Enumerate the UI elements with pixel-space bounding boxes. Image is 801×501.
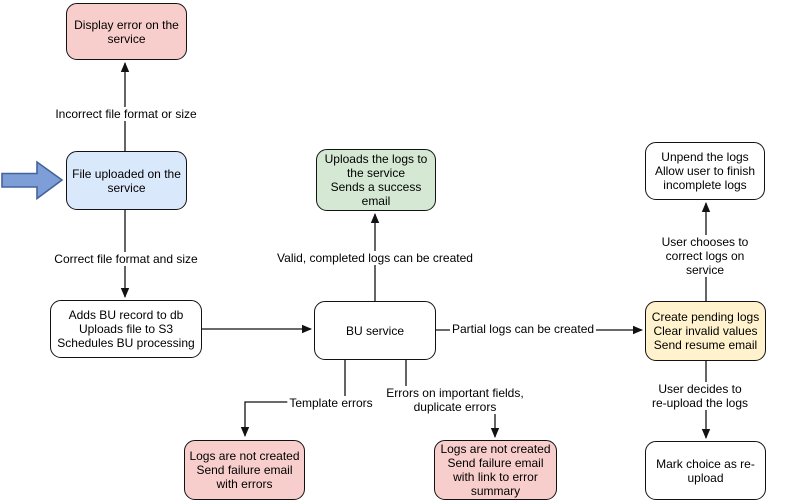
node-file-uploaded: File uploaded on the service [66,151,187,210]
node-create-pending-logs-label: Create pending logs Clear invalid values… [651,310,760,352]
node-display-error: Display error on the service [66,3,187,60]
edge-label-user-corrects: User chooses to correct logs on service [657,235,753,277]
node-adds-bu-record: Adds BU record to db Uploads file to S3 … [50,300,202,358]
edge-label-template-errors: Template errors [287,396,375,410]
edge-label-correct-format: Correct file format and size [52,252,200,266]
node-bu-service: BU service [314,301,436,360]
node-unpend-logs: Unpend the logs Allow user to finish inc… [645,142,765,200]
node-uploads-logs-success-label: Uploads the logs to the service Sends a … [324,152,428,208]
node-mark-reupload: Mark choice as re- upload [645,441,766,500]
edge-label-user-reuploads: User decides to re-upload the logs [649,382,751,410]
node-logs-failure-summary: Logs are not created Send failure email … [434,440,557,500]
edge-label-important-field-errors: Errors on important fields, duplicate er… [384,386,526,414]
node-mark-reupload-label: Mark choice as re- upload [656,456,755,485]
node-logs-failure-errors-label: Logs are not created Send failure email … [189,449,300,491]
edge-label-partial-logs: Partial logs can be created [449,322,597,336]
node-create-pending-logs: Create pending logs Clear invalid values… [645,301,766,361]
node-display-error-label: Display error on the service [74,17,179,46]
node-uploads-logs-success: Uploads the logs to the service Sends a … [316,149,436,211]
node-adds-bu-record-label: Adds BU record to db Uploads file to S3 … [57,308,195,350]
node-logs-failure-summary-label: Logs are not created Send failure email … [440,442,551,498]
input-arrow-icon [1,160,64,201]
node-file-uploaded-label: File uploaded on the service [72,166,181,195]
node-unpend-logs-label: Unpend the logs Allow user to finish inc… [654,150,756,192]
node-bu-service-label: BU service [345,323,404,338]
node-logs-failure-errors: Logs are not created Send failure email … [184,440,305,500]
edge-label-incorrect-format: Incorrect file format or size [53,107,199,121]
edge-label-valid-completed: Valid, completed logs can be created [275,251,475,265]
